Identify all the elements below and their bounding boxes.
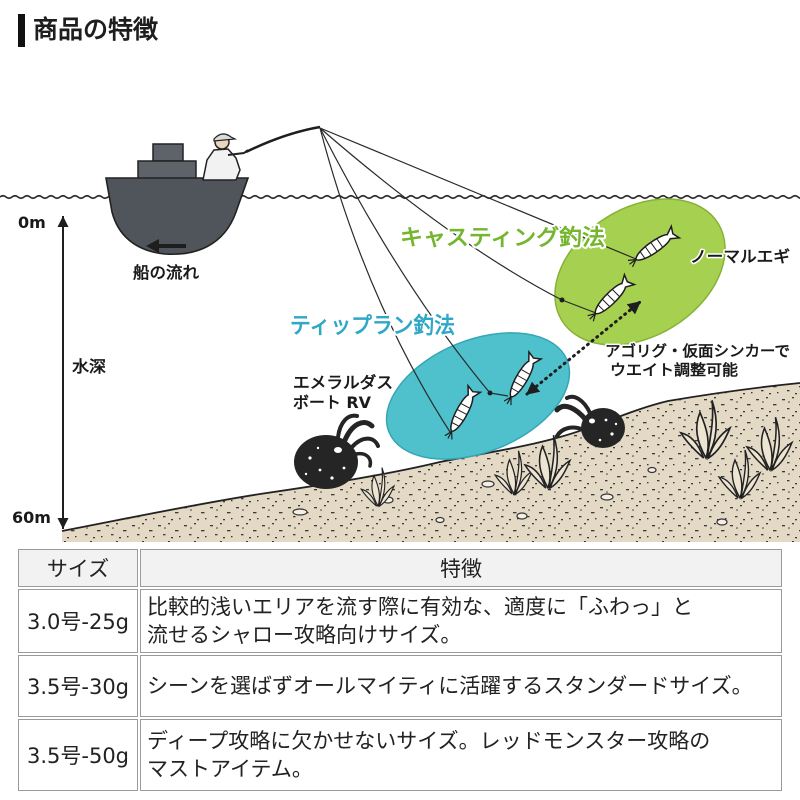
size-cell: 3.5号-30g xyxy=(18,655,138,717)
squid-illustration-right xyxy=(554,394,625,448)
angler xyxy=(202,133,249,181)
tip-run-method-label: ティップラン釣法 xyxy=(290,313,455,339)
feature-column-header: 特徴 xyxy=(140,549,782,587)
size-cell: 3.5号-50g xyxy=(18,719,138,791)
table-header-row: サイズ 特徴 xyxy=(18,549,782,587)
fishing-method-diagram: 0m 水深 60m 船の流れ キャスティング釣法 ノーマルエギ ティップラン釣法… xyxy=(0,125,800,542)
product-name-line-2: ボート RV xyxy=(293,393,372,412)
squid-illustration-left xyxy=(294,413,380,489)
table-row: 3.5号-50g ディープ攻略に欠かせないサイズ。レッドモンスター攻略の マスト… xyxy=(18,719,782,791)
size-feature-table-container: サイズ 特徴 3.0号-25g 比較的浅いエリアを流す際に有効な、適度に「ふわっ… xyxy=(16,547,784,798)
fishing-boat xyxy=(105,143,250,256)
fishing-rod xyxy=(245,125,321,154)
casting-method-label: キャスティング釣法 xyxy=(400,225,605,251)
size-feature-table: サイズ 特徴 3.0号-25g 比較的浅いエリアを流す際に有効な、適度に「ふわっ… xyxy=(16,547,784,793)
table-row: 3.5号-30g シーンを選ばずオールマイティに活躍するスタンダードサイズ。 xyxy=(18,655,782,717)
weight-adjust-double-arrow xyxy=(525,300,642,396)
feature-line: マストアイテム。 xyxy=(147,757,313,781)
seabed-pebbles xyxy=(292,466,728,526)
fishing-lines xyxy=(319,127,637,433)
feature-cell: シーンを選ばずオールマイティに活躍するスタンダードサイズ。 xyxy=(140,655,782,717)
feature-cell: ディープ攻略に欠かせないサイズ。レッドモンスター攻略の マストアイテム。 xyxy=(140,719,782,791)
depth-top-label: 0m xyxy=(18,213,46,232)
size-cell: 3.0号-25g xyxy=(18,589,138,653)
weight-note-line-2: ウエイト調整可能 xyxy=(610,361,738,379)
size-column-header: サイズ xyxy=(18,549,138,587)
weight-note-line-1: アゴリグ・仮面シンカーで xyxy=(605,342,790,360)
product-name-line-1: エメラルダス xyxy=(293,373,393,392)
feature-line: ディープ攻略に欠かせないサイズ。レッドモンスター攻略の xyxy=(147,729,711,753)
normal-egi-label: ノーマルエギ xyxy=(690,247,790,266)
depth-bottom-label: 60m xyxy=(12,508,51,527)
feature-line: 比較的浅いエリアを流す際に有効な、適度に「ふわっ」と xyxy=(147,595,693,619)
table-row: 3.0号-25g 比較的浅いエリアを流す際に有効な、適度に「ふわっ」と 流せるシ… xyxy=(18,589,782,653)
section-title-marker xyxy=(18,14,25,47)
feature-cell: 比較的浅いエリアを流す際に有効な、適度に「ふわっ」と 流せるシャロー攻略向けサイ… xyxy=(140,589,782,653)
boat-flow-arrow-icon xyxy=(146,239,186,253)
feature-line: シーンを選ばずオールマイティに活躍するスタンダードサイズ。 xyxy=(147,674,753,698)
depth-label: 水深 xyxy=(72,357,106,376)
boat-flow-label: 船の流れ xyxy=(133,263,199,282)
section-title: 商品の特徴 xyxy=(33,15,159,44)
feature-line: 流せるシャロー攻略向けサイズ。 xyxy=(147,623,462,647)
